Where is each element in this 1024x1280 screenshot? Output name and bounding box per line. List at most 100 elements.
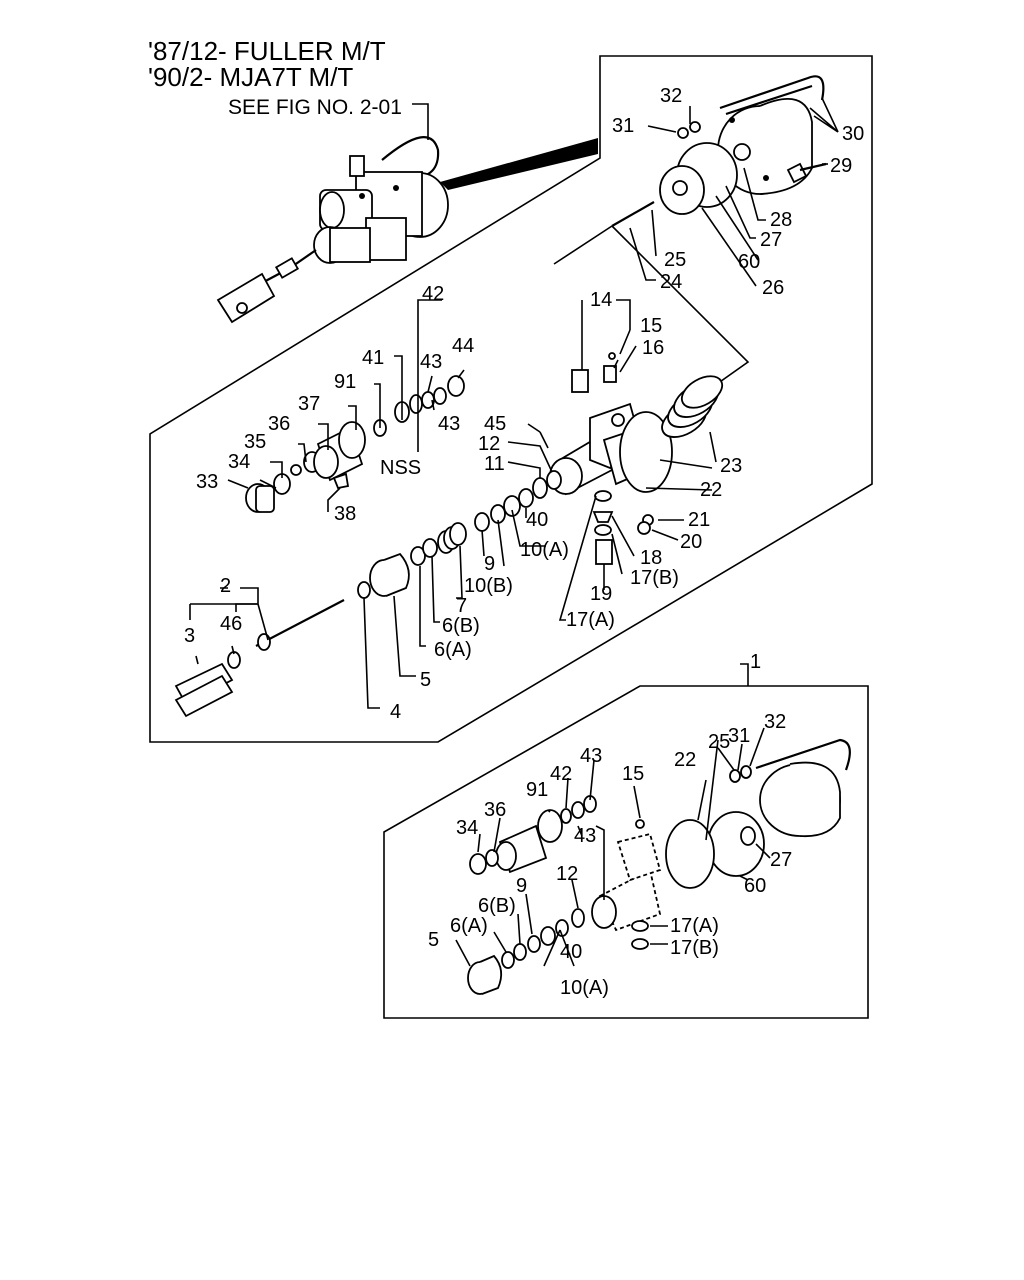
kit-part-42 (560, 808, 572, 824)
callout-91: 91 (334, 371, 356, 393)
kit-part-10a (540, 926, 556, 946)
callout-46: 46 (220, 613, 242, 635)
see-fig-leader (412, 103, 429, 140)
callout-60-kit: 60 (744, 875, 766, 897)
callout-26: 26 (762, 277, 784, 299)
callout-42-kit: 42 (550, 763, 572, 785)
callout-6b-kit: 6(B) (478, 895, 516, 917)
callout-22: 22 (700, 479, 722, 501)
callout-25: 25 (664, 249, 686, 271)
o-ring-91 (338, 421, 366, 459)
model-line-2: '90/2- MJA7T M/T (148, 62, 353, 92)
callout-32-kit: 32 (764, 711, 786, 733)
callout-29: 29 (830, 155, 852, 177)
callout-5: 5 (420, 669, 431, 691)
part-10a (503, 495, 521, 517)
kit-ring-34 (469, 853, 487, 875)
part-9 (474, 512, 490, 532)
kit-piston-5 (467, 954, 503, 995)
cup-6a (410, 546, 426, 566)
plug-16 (603, 365, 617, 383)
callout-32: 32 (660, 85, 682, 107)
callout-30: 30 (842, 123, 864, 145)
kit-part-15 (635, 819, 645, 829)
callout-34: 34 (228, 451, 250, 473)
kit-part-31 (729, 769, 741, 783)
callout-14: 14 (590, 289, 612, 311)
spring-44 (447, 375, 465, 397)
push-rod (611, 201, 655, 227)
callout-10a: 10(A) (520, 539, 569, 561)
callout-20: 20 (680, 531, 702, 553)
kit-cylinder-36 (495, 824, 548, 874)
gasket-22 (619, 411, 673, 493)
callout-27: 27 (760, 229, 782, 251)
callout-6a-kit: 6(A) (450, 915, 488, 937)
callout-17a-kit: 17(A) (670, 915, 719, 937)
kit-seal-43 (571, 801, 585, 819)
callout-9-kit: 9 (516, 875, 527, 897)
callout-37: 37 (298, 393, 320, 415)
callout-6b: 6(B) (442, 615, 480, 637)
part-4 (357, 581, 371, 599)
callout-43b: 43 (438, 413, 460, 435)
bolt-29 (786, 162, 808, 184)
callout-60: 60 (738, 251, 760, 273)
callout-31: 31 (612, 115, 634, 137)
kit-washer-17a (631, 920, 649, 932)
callout-6a: 6(A) (434, 639, 472, 661)
callout-91-kit: 91 (526, 779, 548, 801)
cup-6b (422, 538, 438, 558)
see-figure-reference: SEE FIG NO. 2-01 (228, 96, 402, 119)
callout-33: 33 (196, 471, 218, 493)
callout-12-kit: 12 (556, 863, 578, 885)
callout-5-kit: 5 (428, 929, 439, 951)
callout-15-kit: 15 (622, 763, 644, 785)
kit-cup-6a (501, 951, 515, 969)
booster-cover (717, 75, 825, 195)
callout-17b: 17(B) (630, 567, 679, 589)
callout-36-kit: 36 (484, 799, 506, 821)
main-exploded-frame (149, 55, 873, 743)
callout-labels: 32 31 30 29 28 27 60 25 24 26 42 14 15 1… (184, 85, 864, 999)
callout-17a: 17(A) (566, 609, 615, 631)
callout-24: 24 (660, 271, 682, 293)
callout-22-kit: 22 (674, 749, 696, 771)
magnify-wedge (440, 138, 598, 190)
callout-45: 45 (484, 413, 506, 435)
kit-part-9 (527, 935, 541, 953)
kit-cup-6b (513, 943, 527, 961)
callout-4: 4 (390, 701, 401, 723)
callout-25-kit: 25 (708, 731, 730, 753)
screw-38 (332, 472, 350, 490)
leader-lines (189, 97, 839, 967)
assembled-clutch-booster (216, 136, 449, 324)
kit-cover (755, 738, 851, 838)
callout-44: 44 (452, 335, 474, 357)
callout-15: 15 (640, 315, 662, 337)
kit-gasket-22 (665, 819, 715, 889)
kit-diaphragm-60 (707, 811, 765, 877)
callout-nss: NSS (380, 457, 421, 479)
callout-11: 11 (484, 453, 505, 475)
part-11 (532, 477, 548, 499)
callout-10a-kit: 10(A) (560, 977, 609, 999)
callout-28: 28 (770, 209, 792, 231)
part-40 (518, 488, 534, 508)
callout-2: 2 (220, 575, 231, 597)
callout-19: 19 (590, 583, 612, 605)
callout-36: 36 (268, 413, 290, 435)
callout-41: 41 (362, 347, 384, 369)
part-35 (290, 464, 302, 476)
piston-5 (369, 552, 410, 597)
kit-o-ring-91 (537, 809, 563, 843)
part-12 (546, 470, 562, 490)
pin-45 (539, 431, 549, 449)
nut-46 (227, 651, 241, 669)
callout-23: 23 (720, 455, 742, 477)
callout-17b-kit: 17(B) (670, 937, 719, 959)
callout-7: 7 (456, 595, 467, 617)
callout-18: 18 (640, 547, 662, 569)
callout-40-kit: 40 (560, 941, 582, 963)
callout-43-kit: 43 (580, 745, 602, 767)
